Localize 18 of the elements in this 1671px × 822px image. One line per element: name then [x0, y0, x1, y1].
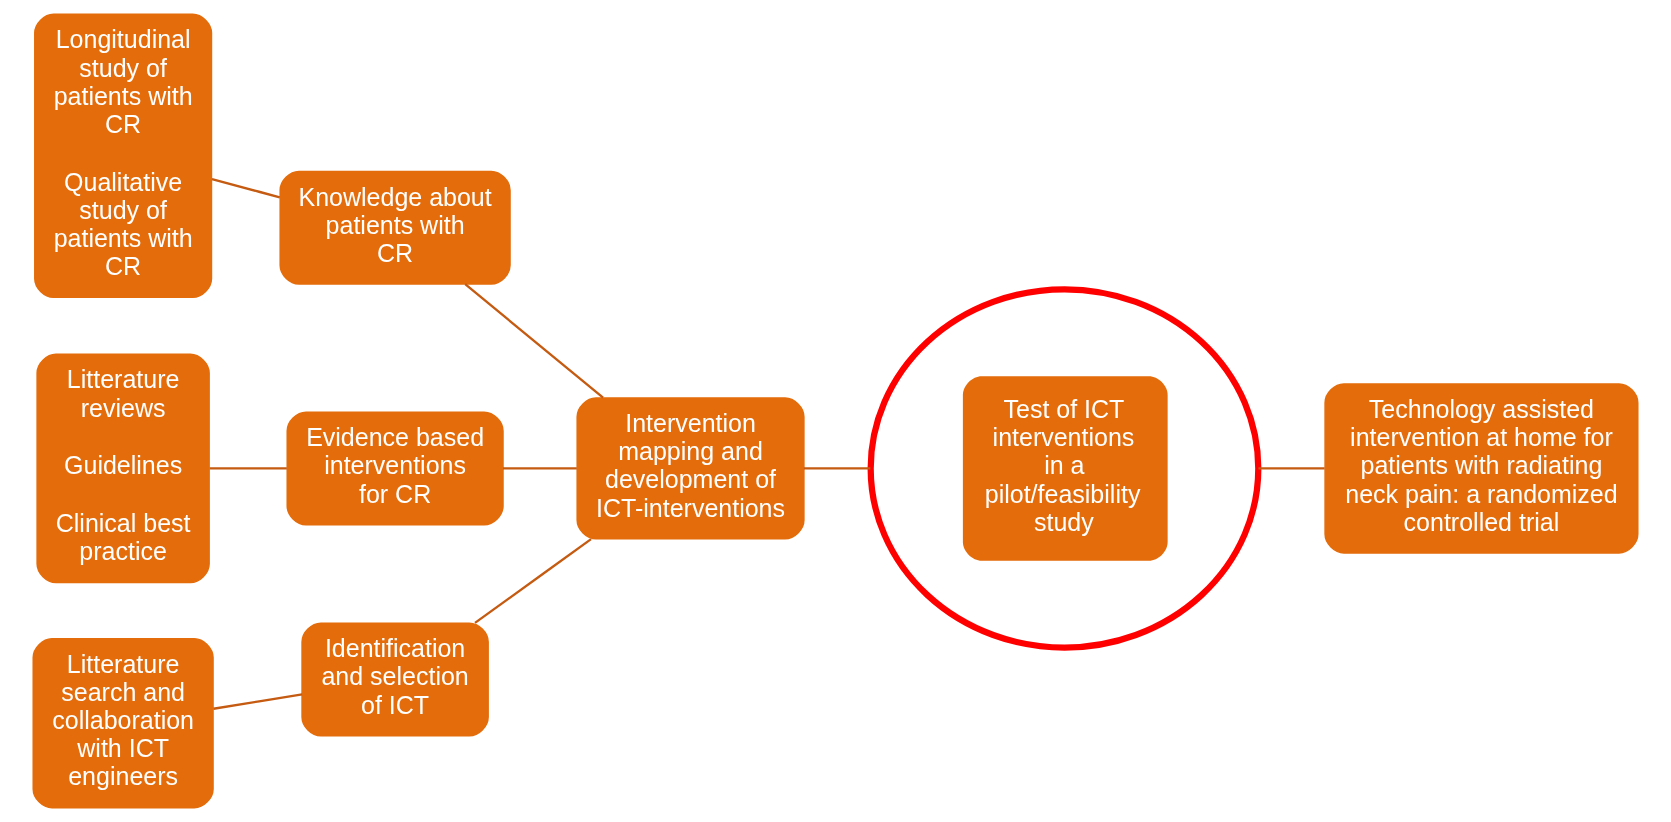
node-text: Test of ICT interventions in a pilot/feasibility study: [984, 395, 1141, 536]
node-box: Litterature search and collaboration with ICT engineers: [32, 638, 214, 809]
node-box: Identification and selection of ICT: [301, 622, 489, 737]
connector: [211, 178, 281, 199]
node-box: Intervention mapping and development of ICT-interventions: [576, 397, 805, 540]
connector: [1258, 467, 1325, 470]
node-box: Litterature reviews Guidelines Clinical best practice: [36, 353, 210, 584]
connector: [464, 283, 604, 399]
connector: [503, 467, 577, 470]
cluster: [867, 286, 1262, 651]
node-box: Longitudinal study of patients with CR Qualitative study of patients with CR: [34, 13, 213, 299]
connector: [213, 693, 303, 710]
node-box: Evidence based interventions for CR: [286, 411, 504, 526]
connector: [474, 538, 592, 624]
connector: [209, 467, 287, 470]
node-box: Technology assisted intervention at home for patients with radiating neck pain: a randomized controlled trial: [1324, 383, 1639, 554]
node-box: Knowledge about patients with CR: [279, 170, 511, 285]
connector: [803, 467, 871, 470]
